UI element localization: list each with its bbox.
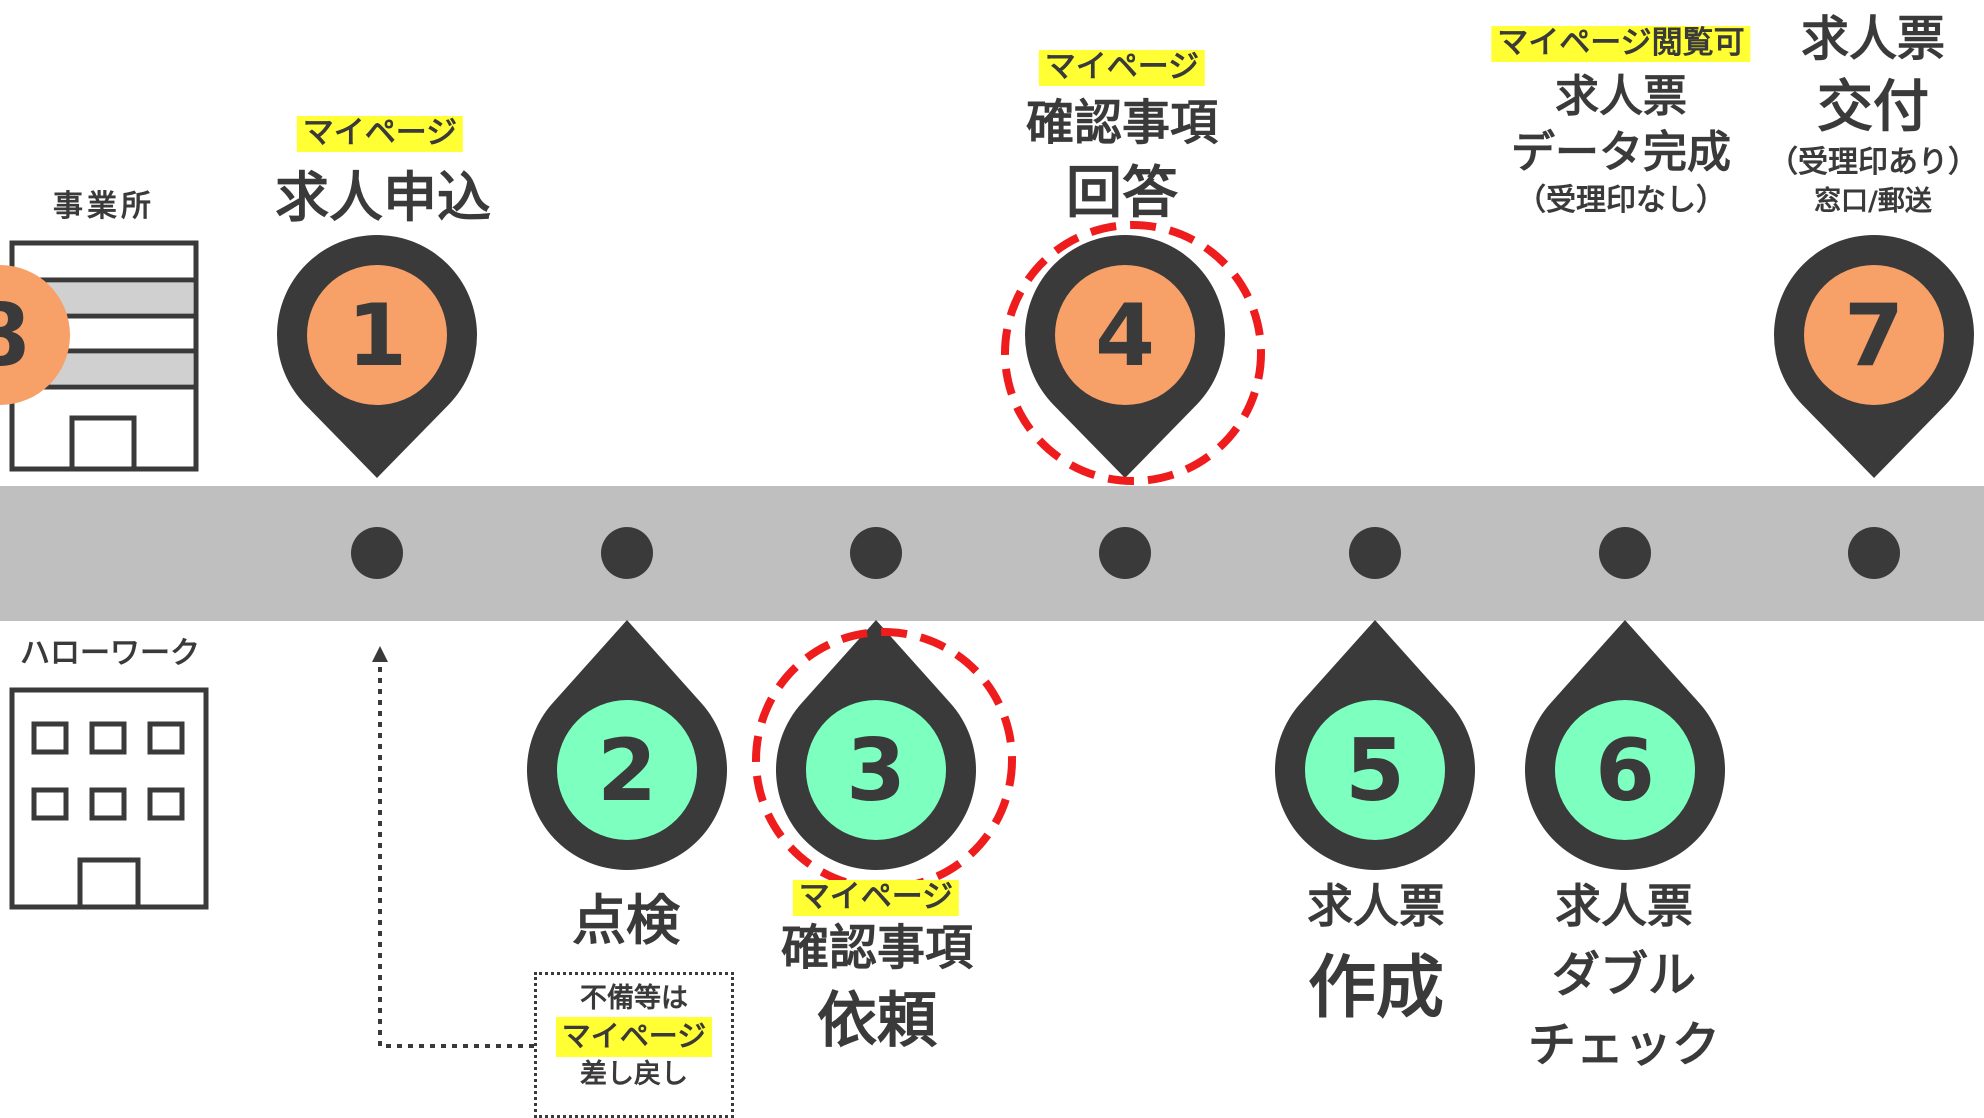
step-4-line-1: 確認事項 [1025, 95, 1219, 151]
step-7-pin: 7 [1774, 234, 1974, 478]
step-6-line-1: 求人票 [1555, 879, 1693, 933]
step-1-pin: 1 [277, 234, 477, 478]
timeline-node-4 [1099, 527, 1151, 579]
timeline-node-1 [351, 527, 403, 579]
return-note-line-2: 差し戻し [580, 1058, 688, 1090]
employer-label: 事業所 [53, 189, 155, 224]
step-5-line-1: 求人票 [1307, 879, 1445, 933]
step-7-badge [1804, 265, 1944, 405]
timeline-node-7 [1848, 527, 1900, 579]
timeline-node-2 [601, 527, 653, 579]
step-3-number: 3 [846, 721, 906, 821]
step-7-line-2: データ完成 [1511, 127, 1731, 178]
step-4-badge [1055, 265, 1195, 405]
step-3-mypage-tag: マイページ [792, 879, 960, 916]
step-7-tag: マイページ閲覧可 [1491, 25, 1751, 62]
step-1-mypage-tag: マイページ [296, 115, 464, 152]
step-7-line-1: 求人票 [1555, 71, 1687, 122]
step-8-line-2: 交付 [1817, 75, 1929, 140]
step-1-number: 1 [347, 286, 407, 386]
step-8-line-1: 求人票 [1800, 11, 1946, 67]
hello-work-label: ハローワーク [20, 636, 200, 671]
public-office-icon [9, 687, 209, 910]
step-4-focus-ring [1001, 221, 1265, 485]
return-note-mypage-tag: マイページ [555, 1017, 713, 1057]
step-4-line-2: 回答 [1066, 161, 1178, 226]
step-7-mypage-tag: マイページ閲覧可 [1491, 25, 1751, 62]
step-2-number: 2 [597, 721, 657, 821]
step-4-tag: マイページ [1038, 49, 1206, 86]
timeline-node-5 [1349, 527, 1401, 579]
step-8-line-3: （受理印あり） [1768, 145, 1978, 180]
step-5-number: 5 [1345, 721, 1405, 821]
step-1-badge [307, 265, 447, 405]
timeline-node-6 [1599, 527, 1651, 579]
step-5-line-2: 作成 [1307, 949, 1445, 1028]
timeline-node-3 [850, 527, 902, 579]
step-1-title: 求人申込 [275, 166, 491, 229]
step-8-number: 8 [0, 286, 30, 386]
step-6-line-3: チェック [1527, 1017, 1721, 1073]
step-8-line-4: 窓口/郵送 [1814, 186, 1932, 217]
step-5-pin: 5 [1275, 620, 1475, 871]
step-5-badge [1305, 700, 1445, 840]
return-note-line-1: 不備等は [580, 983, 688, 1014]
step-4-pin: 4 [1001, 221, 1265, 485]
step-6-pin: 6 [1525, 620, 1725, 871]
step-4-mypage-tag: マイページ [1038, 49, 1206, 86]
step-7-line-3: （受理印なし） [1516, 183, 1726, 218]
step-8-pin: 8 [0, 265, 70, 405]
step-3-badge [806, 700, 946, 840]
return-note-box: 不備等は マイページ 差し戻し [534, 972, 734, 1118]
step-2-title: 点検 [572, 889, 680, 952]
step-6-number: 6 [1595, 721, 1655, 821]
step-8-badge [0, 265, 70, 405]
steps-layer: 1 2 3 4 5 6 7 8 [0, 221, 1974, 892]
timeline-band [0, 486, 1984, 621]
step-3-line-2: 依頼 [817, 986, 937, 1056]
step-4-number: 4 [1095, 286, 1155, 386]
step-3-tag: マイページ [792, 879, 960, 916]
step-7-number: 7 [1844, 286, 1904, 386]
step-3-line-1: 確認事項 [780, 920, 974, 976]
step-2-pin: 2 [527, 620, 727, 871]
step-1-tag: マイページ [296, 115, 464, 152]
step-6-badge [1555, 700, 1695, 840]
step-6-line-2: ダブル [1551, 947, 1697, 1003]
return-arrow [372, 646, 534, 1048]
step-2-badge [557, 700, 697, 840]
step-3-pin: 3 [752, 620, 1016, 892]
